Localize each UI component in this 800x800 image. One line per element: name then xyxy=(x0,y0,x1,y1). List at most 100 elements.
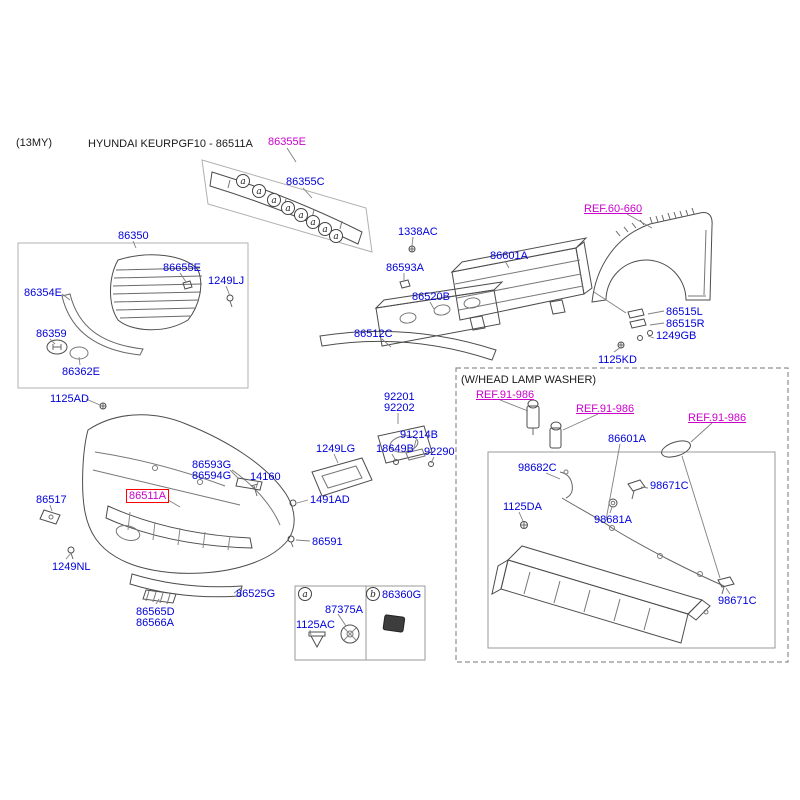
part-label-87375a[interactable]: 87375A xyxy=(325,604,363,616)
part-label-86593a[interactable]: 86593A xyxy=(386,262,424,274)
part-label-18649b[interactable]: 18649B xyxy=(376,443,414,455)
part-label-98682c[interactable]: 98682C xyxy=(518,462,557,474)
part-label-1125da[interactable]: 1125DA xyxy=(503,501,542,513)
lower-stiffener-drawing xyxy=(319,330,497,361)
leader-line xyxy=(626,213,653,229)
callout-marker-letter: a xyxy=(298,211,303,221)
callout-marker-letter: a xyxy=(322,225,327,235)
part-label-1338ac[interactable]: 1338AC xyxy=(398,226,438,238)
fog-lamp-drawing xyxy=(311,425,434,497)
leader-line xyxy=(132,240,137,249)
part-label-86355e[interactable]: 86355E xyxy=(268,136,306,148)
part-label-86601a[interactable]: 86601A xyxy=(608,433,646,445)
energy-absorber-drawing xyxy=(374,281,504,347)
leader-line xyxy=(647,310,665,315)
leader-line xyxy=(302,187,313,199)
part-label-ref-91-986[interactable]: REF.91-986 xyxy=(688,412,747,424)
leader-line xyxy=(518,511,524,522)
callout-marker-letter: b xyxy=(370,590,376,600)
part-label-86525g[interactable]: 86525G xyxy=(236,588,276,600)
part-label-98681a[interactable]: 98681A xyxy=(594,514,632,526)
part-label-86591[interactable]: 86591 xyxy=(312,536,343,548)
leader-line xyxy=(255,481,259,489)
part-label-86517[interactable]: 86517 xyxy=(36,494,67,506)
part-label-1249lg[interactable]: 1249LG xyxy=(316,443,356,455)
leader-line xyxy=(233,587,242,594)
leader-line xyxy=(681,455,721,579)
part-label-86593g[interactable]: 86593G xyxy=(192,459,232,471)
leader-line xyxy=(85,398,101,406)
leader-line xyxy=(337,613,347,627)
grille-group-drawing xyxy=(17,242,249,389)
part-label-14160[interactable]: 14160 xyxy=(250,471,281,483)
leader-line xyxy=(155,598,160,605)
leader-line xyxy=(609,506,613,514)
leader-line xyxy=(725,587,731,595)
part-label-ref-91-986[interactable]: REF.91-986 xyxy=(476,389,535,401)
callout-marker-circle xyxy=(281,201,295,215)
part-label-86362e[interactable]: 86362E xyxy=(62,366,100,378)
part-label-92202[interactable]: 92202 xyxy=(384,402,415,414)
part-label-1125kd[interactable]: 1125KD xyxy=(598,354,637,366)
leader-line xyxy=(225,285,231,297)
leader-line xyxy=(429,301,435,310)
part-label-86594g[interactable]: 86594G xyxy=(192,470,232,482)
leader-line xyxy=(430,456,435,464)
part-label-1125ad[interactable]: 1125AD xyxy=(50,393,89,405)
callout-marker-letter: a xyxy=(333,232,338,242)
callout-marker-circle xyxy=(252,184,266,198)
leader-line xyxy=(309,629,312,636)
bumper-fasteners xyxy=(39,402,297,560)
part-label-86511a[interactable]: 86511A xyxy=(126,489,170,503)
part-label-86655e[interactable]: 86655E xyxy=(163,262,201,274)
part-label-86512c[interactable]: 86512C xyxy=(354,328,393,340)
callout-marker-letter: a xyxy=(302,590,307,600)
part-label-1491ad[interactable]: 1491AD xyxy=(310,494,350,506)
diagram-text-hyundai-keurpgf10-86511a: HYUNDAI KEURPGF10 - 86511A xyxy=(88,138,253,150)
lower-lip-drawing xyxy=(129,573,243,605)
part-label-86601a[interactable]: 86601A xyxy=(490,250,528,262)
diagram-text-w-head-lamp-washer: (W/HEAD LAMP WASHER) xyxy=(461,374,597,386)
leader-line xyxy=(333,453,339,464)
part-label-86359[interactable]: 86359 xyxy=(36,328,67,340)
leader-line xyxy=(49,504,53,512)
leader-line xyxy=(286,147,297,163)
leader-lines xyxy=(49,147,731,636)
part-label-ref-91-986[interactable]: REF.91-986 xyxy=(576,403,635,415)
part-label-92201[interactable]: 92201 xyxy=(384,391,415,403)
bumper-cover-drawing xyxy=(82,414,295,574)
part-label-86515l[interactable]: 86515L xyxy=(666,306,703,318)
part-label-86565d[interactable]: 86565D xyxy=(136,606,175,618)
part-label-91214b[interactable]: 91214B xyxy=(400,429,438,441)
part-label-98671c[interactable]: 98671C xyxy=(718,595,757,607)
part-label-86350[interactable]: 86350 xyxy=(118,230,149,242)
callout-marker-circle xyxy=(298,587,312,601)
leader-line xyxy=(61,293,71,301)
part-label-1125ac[interactable]: 1125AC xyxy=(296,619,335,631)
part-label-86515r[interactable]: 86515R xyxy=(666,318,705,330)
leader-line xyxy=(504,260,510,269)
part-label-ref-60-660[interactable]: REF.60-660 xyxy=(584,203,643,215)
part-label-86520b[interactable]: 86520B xyxy=(412,291,450,303)
part-label-1249gb[interactable]: 1249GB xyxy=(656,330,697,342)
callout-marker-circle xyxy=(294,208,308,222)
part-label-98671c[interactable]: 98671C xyxy=(650,480,689,492)
part-label-1249lj[interactable]: 1249LJ xyxy=(208,275,245,287)
leader-line xyxy=(381,338,392,348)
leader-line xyxy=(562,413,599,431)
part-label-86360g[interactable]: 86360G xyxy=(382,589,422,601)
part-label-86354e[interactable]: 86354E xyxy=(24,287,62,299)
part-label-92290[interactable]: 92290 xyxy=(424,446,455,458)
callout-marker-letter: a xyxy=(310,218,315,228)
part-label-86566a[interactable]: 86566A xyxy=(136,617,174,629)
part-label-1249nl[interactable]: 1249NL xyxy=(52,561,91,573)
part-label-86355c[interactable]: 86355C xyxy=(286,176,325,188)
leader-line xyxy=(179,272,187,283)
beam-bracket-fasteners xyxy=(399,245,653,349)
leader-line xyxy=(605,443,621,521)
leader-line xyxy=(229,469,240,480)
leader-line xyxy=(545,472,561,480)
